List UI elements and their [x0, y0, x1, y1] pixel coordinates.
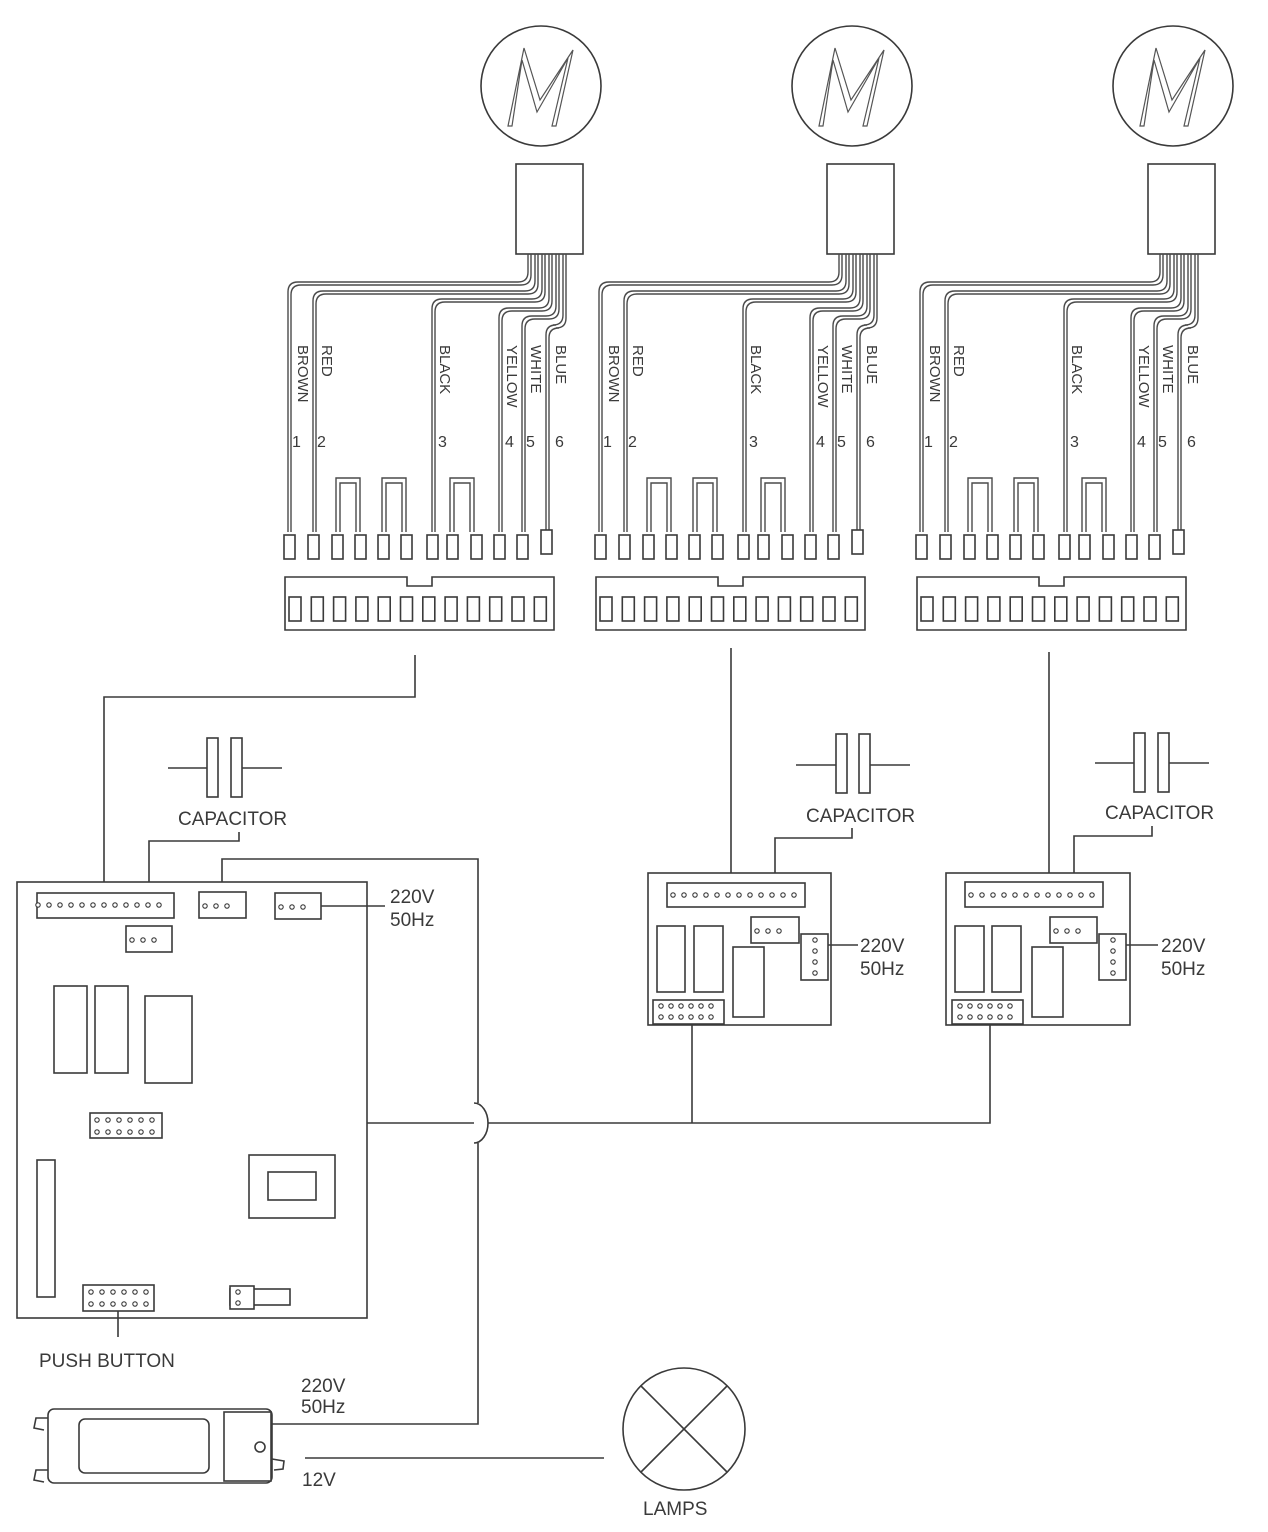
- push-button-label: PUSH BUTTON: [39, 1351, 175, 1372]
- wire-color-label: YELLOW: [503, 345, 520, 408]
- wire-number-label: 2: [949, 434, 958, 451]
- wire-number-label: 3: [1070, 434, 1079, 451]
- wire-color-label: BROWN: [605, 345, 622, 403]
- mains-frequency-label: 50Hz: [860, 959, 904, 980]
- wire-color-label: BROWN: [926, 345, 943, 403]
- wire-color-label: BLACK: [747, 345, 764, 394]
- relay: [144, 995, 193, 1084]
- capacitor-1: CAPACITOR: [148, 737, 287, 930]
- wire-color-label: WHITE: [838, 345, 855, 393]
- wire-color-label: BLACK: [436, 345, 453, 394]
- wire-color-label: BLUE: [1184, 345, 1201, 384]
- motor-unit-2: BROWN 1 RED 2 BLACK 3 YELLOW 4 WHITE 5 BLUE 6: [594, 25, 913, 631]
- wire-number-label: 1: [292, 434, 301, 451]
- main-control-board: 220V 50Hz: [16, 881, 435, 1337]
- wire-color-label: YELLOW: [814, 345, 831, 408]
- relay: [94, 985, 129, 1074]
- wire-number-label: 6: [866, 434, 875, 451]
- capacitor-connector: [125, 925, 173, 953]
- wire-number-label: 5: [1158, 434, 1167, 451]
- slave-board-1: 220V 50Hz: [647, 872, 905, 1026]
- wire-color-label: BROWN: [294, 345, 311, 403]
- wire-color-label: WHITE: [1159, 345, 1176, 393]
- wire-number-label: 2: [628, 434, 637, 451]
- wire-color-label: BLUE: [552, 345, 569, 384]
- wire-number-label: 3: [749, 434, 758, 451]
- wire-number-label: 1: [603, 434, 612, 451]
- motor-connector-block: [916, 576, 1187, 631]
- wire-color-label: BLUE: [863, 345, 880, 384]
- wire-color-label: BLACK: [1068, 345, 1085, 394]
- transformer-icon: [33, 1408, 285, 1484]
- motor-connector-block: [595, 576, 866, 631]
- slave-board-2: 220V 50Hz: [945, 872, 1206, 1026]
- wire-number-label: 5: [526, 434, 535, 451]
- wire-color-label: RED: [950, 345, 967, 377]
- transformer: 220V 50Hz 12V: [33, 1376, 604, 1491]
- capacitor-2: CAPACITOR: [774, 733, 915, 918]
- mains-voltage-label: 220V: [390, 887, 435, 908]
- capacitor-icon: [796, 733, 910, 794]
- low-voltage-label: 12V: [302, 1470, 336, 1491]
- motor-units: BROWN 1 RED 2 BLACK 3 YELLOW 4 WHITE 5 BLUE 6 BROWN 1…: [283, 25, 1234, 631]
- motor-icon: [791, 25, 913, 147]
- lamp: LAMPS: [622, 1367, 746, 1520]
- motor-header: [35, 892, 175, 919]
- wire-color-label: RED: [629, 345, 646, 377]
- motor-unit-1: BROWN 1 RED 2 BLACK 3 YELLOW 4 WHITE 5 BLUE 6: [283, 25, 602, 631]
- mains-connector: [198, 891, 247, 919]
- lamp-icon: [622, 1367, 746, 1491]
- bus-connector: [89, 1112, 163, 1139]
- mains-frequency-label: 50Hz: [1161, 959, 1205, 980]
- wire-number-label: 2: [317, 434, 326, 451]
- wire-color-label: YELLOW: [1135, 345, 1152, 408]
- capacitor-label: CAPACITOR: [178, 809, 287, 830]
- wire-number-label: 1: [924, 434, 933, 451]
- motor-icon: [480, 25, 602, 147]
- lamps-label: LAMPS: [643, 1499, 707, 1520]
- mains-connector: [274, 892, 322, 920]
- mains-voltage-label: 220V: [301, 1376, 346, 1397]
- push-button-connector: [82, 1284, 155, 1312]
- mains-frequency-label: 50Hz: [390, 910, 434, 931]
- mains-voltage-label: 220V: [860, 936, 905, 957]
- capacitor-icon: [168, 737, 282, 798]
- capacitor-icon: [1095, 732, 1209, 793]
- mains-voltage-label: 220V: [1161, 936, 1206, 957]
- mains-frequency-label: 50Hz: [301, 1397, 345, 1418]
- wire-number-label: 3: [438, 434, 447, 451]
- motor-icon: [1112, 25, 1234, 147]
- wire-number-label: 6: [555, 434, 564, 451]
- motor-connector-block: [284, 576, 555, 631]
- wire-number-label: 4: [816, 434, 825, 451]
- wire-number-label: 5: [837, 434, 846, 451]
- motor-unit-3: BROWN 1 RED 2 BLACK 3 YELLOW 4 WHITE 5 BLUE 6: [915, 25, 1234, 631]
- capacitor-label: CAPACITOR: [1105, 803, 1214, 824]
- relay: [53, 985, 88, 1074]
- wire-number-label: 4: [505, 434, 514, 451]
- wire-color-label: WHITE: [527, 345, 544, 393]
- wire-color-label: RED: [318, 345, 335, 377]
- wire-number-label: 6: [1187, 434, 1196, 451]
- wire-number-label: 4: [1137, 434, 1146, 451]
- capacitor-label: CAPACITOR: [806, 806, 915, 827]
